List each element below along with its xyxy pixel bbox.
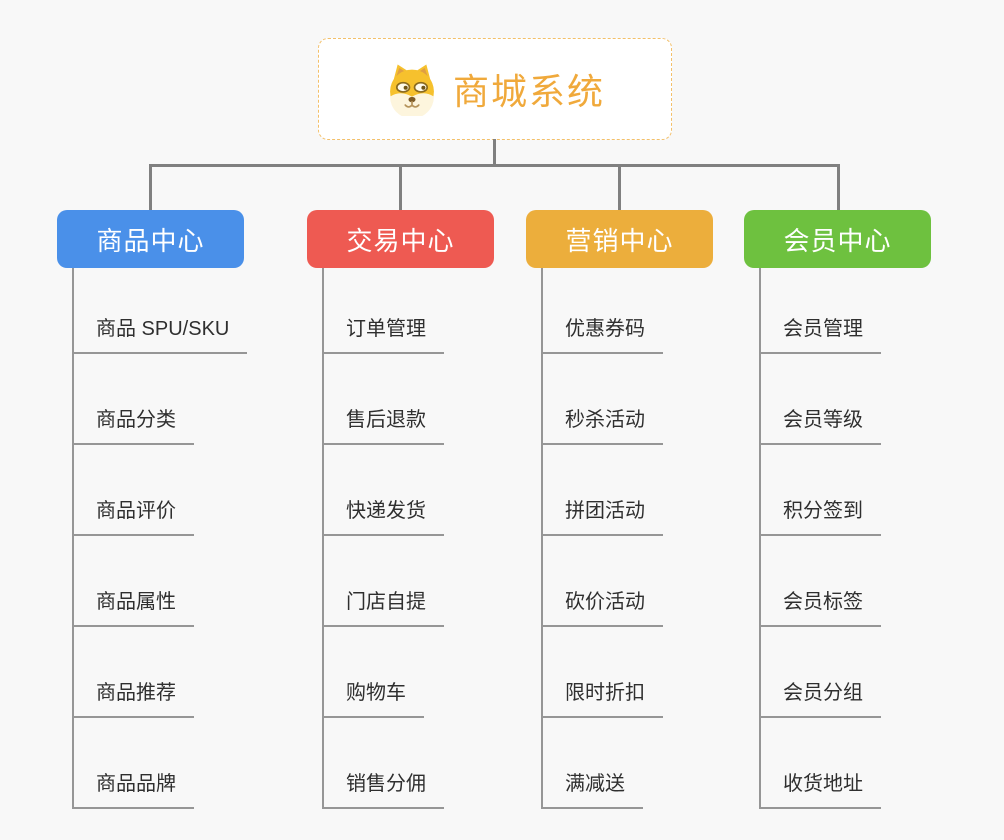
leaf-item[interactable]: 购物车 bbox=[324, 680, 424, 718]
leaf-item[interactable]: 会员等级 bbox=[761, 407, 881, 445]
leaf-item[interactable]: 商品 SPU/SKU bbox=[74, 316, 248, 354]
branch-column-marketing-center: 优惠券码 秒杀活动 拼团活动 砍价活动 限时折扣 满减送 bbox=[541, 268, 773, 809]
leaf-item[interactable]: 限时折扣 bbox=[543, 680, 663, 718]
branch-node-product-center[interactable]: 商品中心 bbox=[57, 210, 244, 268]
branch-node-marketing-center[interactable]: 营销中心 bbox=[526, 210, 713, 268]
branch-column-trade-center: 订单管理 售后退款 快递发货 门店自提 购物车 销售分佣 bbox=[322, 268, 554, 809]
connector-branch-stem bbox=[399, 164, 402, 212]
branch-column-product-center: 商品 SPU/SKU 商品分类 商品评价 商品属性 商品推荐 商品品牌 bbox=[72, 268, 304, 809]
connector-branch-stem bbox=[618, 164, 621, 212]
branch-node-member-center[interactable]: 会员中心 bbox=[744, 210, 931, 268]
leaf-item[interactable]: 商品品牌 bbox=[74, 771, 194, 809]
leaf-item[interactable]: 优惠券码 bbox=[543, 316, 663, 354]
leaf-item[interactable]: 砍价活动 bbox=[543, 589, 663, 627]
leaf-item[interactable]: 会员管理 bbox=[761, 316, 881, 354]
leaf-item[interactable]: 快递发货 bbox=[324, 498, 444, 536]
leaf-item[interactable]: 商品推荐 bbox=[74, 680, 194, 718]
leaf-item[interactable]: 拼团活动 bbox=[543, 498, 663, 536]
leaf-item[interactable]: 满减送 bbox=[543, 771, 643, 809]
leaf-item[interactable]: 商品属性 bbox=[74, 589, 194, 627]
leaf-item[interactable]: 门店自提 bbox=[324, 589, 444, 627]
leaf-item[interactable]: 订单管理 bbox=[324, 316, 444, 354]
leaf-item[interactable]: 商品分类 bbox=[74, 407, 194, 445]
leaf-item[interactable]: 会员标签 bbox=[761, 589, 881, 627]
leaf-item[interactable]: 收货地址 bbox=[761, 771, 881, 809]
leaf-item[interactable]: 秒杀活动 bbox=[543, 407, 663, 445]
connector-horizontal bbox=[149, 164, 840, 167]
root-node-mall-system[interactable]: 商城系统 bbox=[318, 38, 672, 140]
dog-face-icon bbox=[390, 64, 434, 116]
branch-column-member-center: 会员管理 会员等级 积分签到 会员标签 会员分组 收货地址 bbox=[759, 268, 991, 809]
connector-branch-stem bbox=[149, 164, 152, 212]
root-title: 商城系统 bbox=[452, 71, 605, 112]
branch-node-trade-center[interactable]: 交易中心 bbox=[307, 210, 494, 268]
leaf-item[interactable]: 会员分组 bbox=[761, 680, 881, 718]
leaf-item[interactable]: 积分签到 bbox=[761, 498, 881, 536]
leaf-item[interactable]: 销售分佣 bbox=[324, 771, 444, 809]
leaf-item[interactable]: 售后退款 bbox=[324, 407, 444, 445]
connector-root-stem bbox=[493, 139, 496, 166]
connector-branch-stem bbox=[837, 164, 840, 212]
leaf-item[interactable]: 商品评价 bbox=[74, 498, 194, 536]
